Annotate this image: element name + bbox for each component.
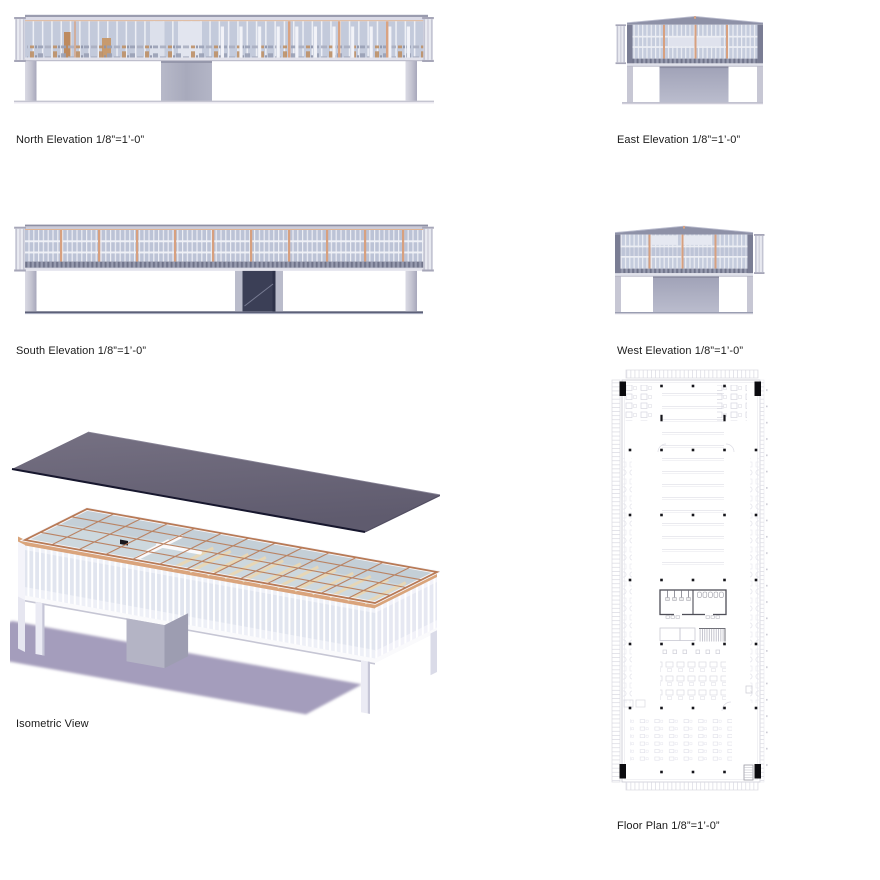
iso-interior-shelving [171, 546, 407, 605]
east-roof-gable [626, 15, 764, 25]
floor-plan-caption: Floor Plan 1/8”=1’-0” [617, 820, 720, 832]
iso-core [126, 613, 189, 669]
west-upper-storey [615, 234, 753, 277]
east-ground-floor [627, 66, 763, 103]
west-elevation-caption: West Elevation 1/8”=1’-0” [617, 345, 744, 357]
iso-ground-shadow [10, 621, 362, 715]
north-elevation-caption: North Elevation 1/8”=1’-0” [16, 134, 145, 146]
plan-computer-desks [660, 659, 726, 701]
east-upper-storey [627, 24, 763, 67]
plan-shelf-rows [662, 393, 724, 565]
plan-chair-row [662, 649, 720, 654]
south-elevation-drawing [14, 222, 434, 315]
iso-columns [35, 602, 437, 714]
plan-stairs [743, 685, 754, 781]
floor-plan-drawing [610, 366, 770, 794]
plan-corner-columns [619, 381, 761, 779]
north-ground-line [14, 100, 434, 104]
plan-perimeter-shelving [611, 369, 769, 791]
iso-building [18, 507, 440, 714]
plan-walls [621, 379, 761, 783]
isometric-caption: Isometric View [16, 718, 89, 730]
west-elevation-drawing [612, 222, 767, 317]
plan-study-carrels [623, 385, 759, 703]
south-elevation-caption: South Elevation 1/8”=1’-0” [16, 345, 147, 357]
east-ibeam-column [615, 24, 626, 65]
south-ground-floor [25, 270, 417, 312]
north-ground-floor [25, 61, 417, 101]
iso-floating-roof-plane [11, 431, 440, 533]
east-ground-line [622, 102, 763, 105]
north-elevation-drawing [14, 12, 434, 104]
isometric-drawing [10, 425, 440, 717]
west-ground-line [615, 312, 753, 315]
south-copper-accents [60, 230, 405, 262]
iso-copper-roof-grid [22, 508, 440, 604]
south-upper-storey [25, 224, 428, 271]
west-ibeam-column [754, 234, 765, 274]
west-roof-gable [614, 225, 754, 235]
plan-service-desk [659, 627, 726, 642]
plan-door-swings [657, 443, 735, 712]
plan-structural-columns [619, 381, 761, 779]
plan-reading-tables [623, 699, 732, 762]
south-ground-line [25, 311, 423, 315]
east-elevation-drawing [612, 12, 766, 108]
east-elevation-caption: East Elevation 1/8”=1’-0” [617, 134, 741, 146]
west-ground-floor [615, 276, 753, 312]
plan-restrooms [659, 589, 727, 619]
north-upper-storey [25, 14, 428, 62]
